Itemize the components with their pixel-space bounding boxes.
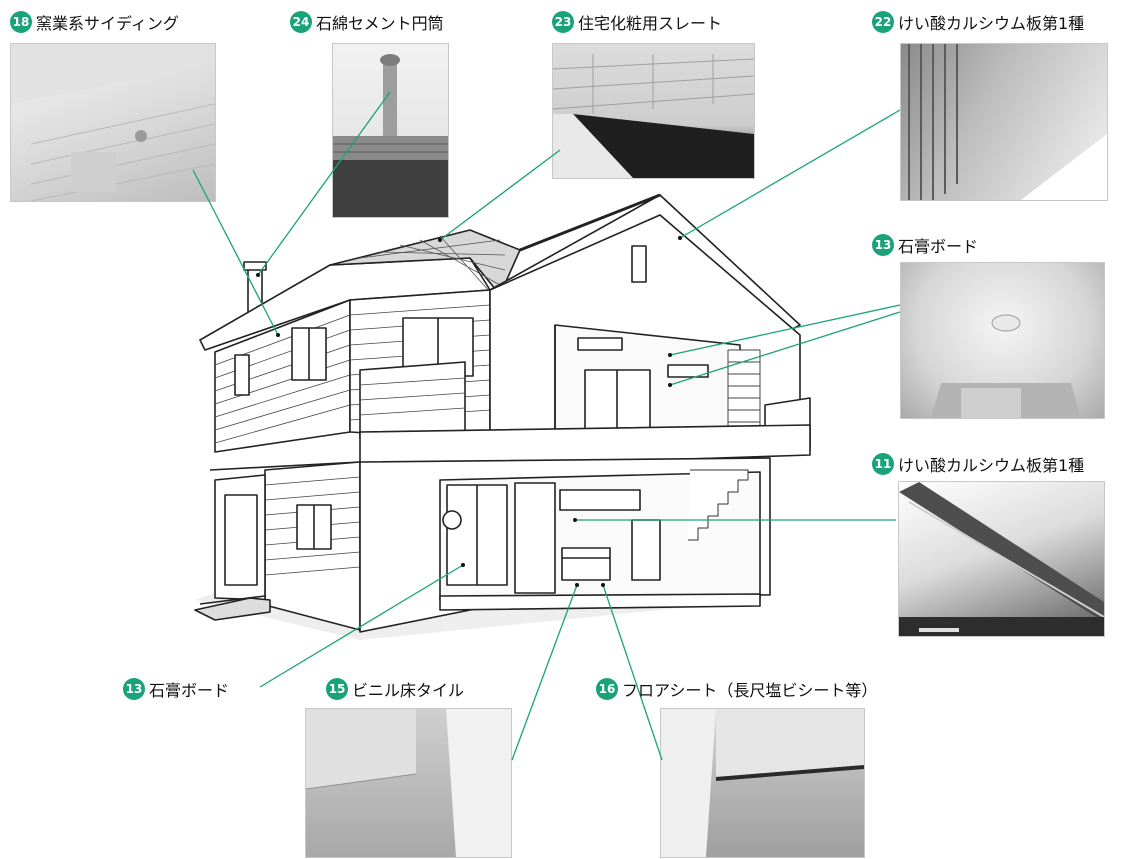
label-gypsum-board-lower: 13 石膏ボード [123, 677, 229, 701]
label-text: 窯業系サイディング [36, 14, 179, 33]
eaves-photo-detail [908, 44, 1107, 200]
ceiling-light [577, 337, 623, 351]
gable-window [631, 245, 647, 283]
leader-13a-1 [669, 304, 901, 356]
number-badge: 13 [872, 234, 894, 256]
photo-siding [10, 43, 216, 202]
leader-13b [259, 564, 464, 688]
vinyl-tile-photo-detail [306, 709, 511, 857]
label-text: 住宅化粧用スレート [578, 14, 723, 33]
small-window [234, 354, 250, 396]
label-asbestos-cement-pipe: 24 石綿セメント円筒 [290, 10, 444, 34]
leader-15 [511, 584, 578, 761]
floor-edge [439, 593, 761, 611]
floor-sheet-photo-detail [661, 709, 864, 857]
number-badge: 23 [552, 11, 574, 33]
kitchen-counter [561, 547, 611, 581]
siding-photo-detail [11, 44, 215, 201]
label-calcium-silicate-eaves: 22 けい酸カルシウム板第1種 [872, 10, 1084, 34]
leader-13a-2 [669, 311, 901, 386]
ceiling-beam-photo-detail [899, 482, 1104, 636]
number-badge: 11 [872, 453, 894, 475]
ceiling-photo-detail [931, 314, 1081, 418]
refrigerator [631, 519, 661, 581]
label-text: フロアシート（長尺塩ビシート等） [622, 681, 878, 700]
label-vinyl-floor-tile: 15 ビニル床タイル [326, 677, 464, 701]
photo-vinyl-floor-tile [305, 708, 512, 858]
label-text: けい酸カルシウム板第1種 [898, 456, 1085, 475]
photo-slate-roof [552, 43, 755, 179]
label-floor-sheet: 16 フロアシート（長尺塩ビシート等） [596, 677, 877, 701]
label-gypsum-board-upper: 13 石膏ボード [872, 233, 978, 257]
label-slate: 23 住宅化粧用スレート [552, 10, 722, 34]
number-badge: 16 [596, 678, 618, 700]
number-badge: 24 [290, 11, 312, 33]
photo-calcium-board-ceiling [898, 481, 1105, 637]
leader-22 [679, 109, 901, 239]
pillar [514, 482, 556, 594]
chimney-photo-detail [333, 54, 448, 217]
label-ceramic-siding: 18 窯業系サイディング [10, 10, 179, 34]
label-text: ビニル床タイル [352, 681, 465, 700]
slate-photo-detail [553, 54, 754, 178]
label-text: けい酸カルシウム板第1種 [898, 14, 1085, 33]
photo-gypsum-ceiling [900, 262, 1105, 419]
number-badge: 13 [123, 678, 145, 700]
photo-calcium-board-eaves [900, 43, 1108, 201]
entrance-steps [194, 597, 271, 621]
number-badge: 15 [326, 678, 348, 700]
label-calcium-silicate-ceiling: 11 けい酸カルシウム板第1種 [872, 452, 1084, 476]
label-text: 石綿セメント円筒 [316, 14, 444, 33]
leader-18 [192, 169, 279, 336]
leader-16 [602, 584, 663, 761]
photo-chimney [332, 43, 449, 218]
label-text: 石膏ボード [149, 681, 230, 700]
label-text: 石膏ボード [898, 237, 979, 256]
photo-floor-sheet [660, 708, 865, 858]
leader-24 [257, 91, 391, 276]
slate-roof [329, 229, 521, 296]
number-badge: 22 [872, 11, 894, 33]
leader-23 [439, 149, 561, 241]
number-badge: 18 [10, 11, 32, 33]
